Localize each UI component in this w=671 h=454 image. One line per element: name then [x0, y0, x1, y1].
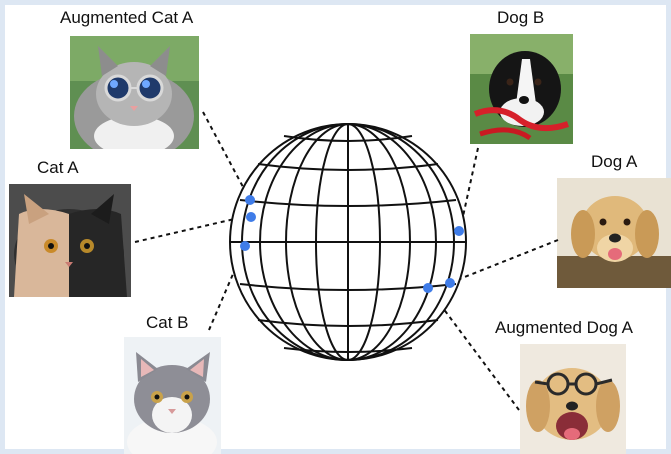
dashed-connectors — [134, 111, 559, 411]
connector-dog-b — [459, 147, 479, 231]
connector-augmented-dog-a — [427, 287, 520, 411]
point-dog-b — [454, 226, 464, 236]
point-augmented-cat-a — [245, 195, 255, 205]
connector-dog-a — [451, 239, 559, 283]
label-dog-b: Dog B — [497, 8, 545, 27]
label-cat-b: Cat B — [146, 313, 189, 332]
point-cat-b — [240, 241, 250, 251]
label-dog-a: Dog A — [591, 152, 638, 171]
point-augmented-dog-a — [423, 283, 433, 293]
augmented-cat-a-image — [70, 36, 199, 149]
label-cat-a: Cat A — [37, 158, 79, 177]
connector-augmented-cat-a — [202, 111, 251, 201]
label-augmented-dog-a: Augmented Dog A — [495, 318, 633, 337]
point-cat-a — [246, 212, 256, 222]
dog-b-image — [470, 34, 573, 144]
point-dog-a — [445, 278, 455, 288]
augmented-dog-a-image — [520, 344, 626, 454]
cat-b-image — [124, 337, 221, 454]
embedding-points — [240, 195, 464, 293]
wireframe-sphere-icon — [229, 123, 467, 361]
cat-a-image — [9, 184, 131, 297]
dog-a-image — [557, 178, 671, 288]
connector-cat-a — [134, 216, 244, 243]
label-augmented-cat-a: Augmented Cat A — [60, 8, 194, 27]
